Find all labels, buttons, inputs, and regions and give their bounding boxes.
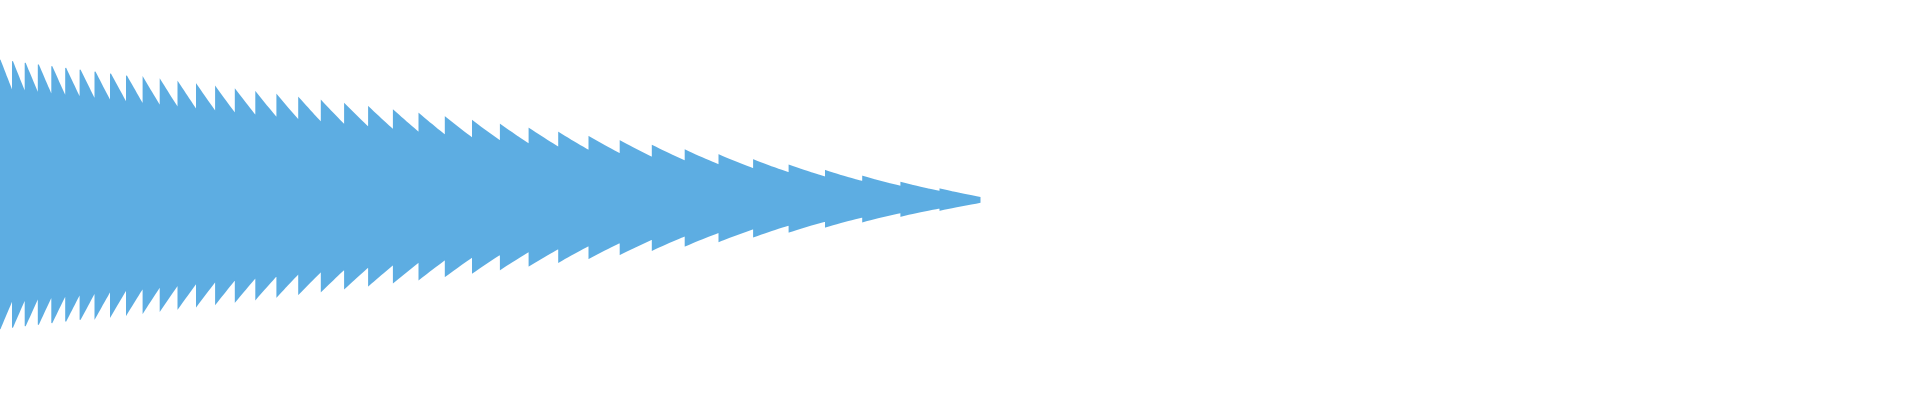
waveform-shape <box>0 59 981 330</box>
